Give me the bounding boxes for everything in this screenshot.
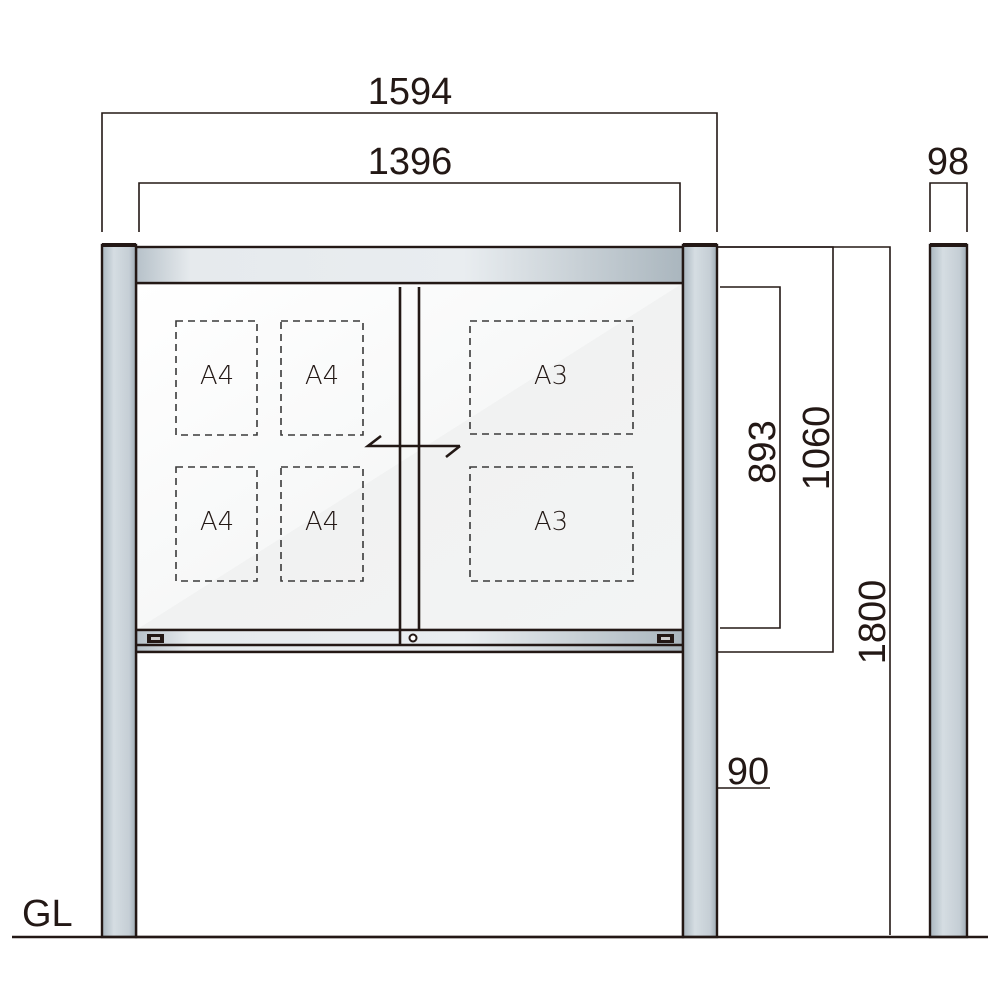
svg-text:A4: A4 [305, 361, 339, 391]
ground-label: GL [22, 893, 73, 935]
dimension-total-height: 1800 [717, 246, 894, 935]
glass-panel [134, 281, 685, 632]
dimension-label: 1060 [796, 406, 838, 491]
poster-slot: A4 [175, 466, 258, 582]
dimension-label: 1396 [368, 141, 453, 183]
svg-text:A4: A4 [200, 507, 234, 537]
dimension-label: 1800 [852, 580, 894, 665]
dimension-post-width: 90 [668, 751, 770, 793]
svg-text:A3: A3 [534, 361, 568, 391]
bottom-rail [134, 628, 685, 654]
dimension-overall-width: 1594 [101, 71, 718, 232]
dimension-label: 90 [727, 751, 769, 793]
poster-slot: A4 [280, 466, 364, 582]
dimension-inner-width: 1396 [138, 141, 681, 232]
svg-text:A4: A4 [200, 361, 234, 391]
side-view-post [928, 243, 969, 939]
right-post [681, 243, 719, 939]
dimension-label: 1594 [368, 71, 453, 113]
poster-slot: A4 [175, 320, 258, 436]
lower-opening [134, 650, 685, 939]
dimension-label: 893 [742, 420, 784, 483]
top-header-bar [134, 245, 685, 285]
dimension-label: 98 [927, 141, 969, 183]
key-hole-icon [408, 633, 418, 643]
sliding-arrow-icon [364, 434, 460, 448]
poster-slot: A3 [469, 466, 634, 582]
left-post [100, 243, 138, 939]
dimension-glass-height: 893 [720, 286, 784, 629]
svg-text:A3: A3 [534, 507, 568, 537]
poster-slot: A4 [280, 320, 364, 436]
poster-slot: A3 [469, 320, 634, 435]
svg-text:A4: A4 [305, 507, 339, 537]
dimension-depth: 98 [927, 141, 969, 232]
cabinet: A4 A4 A4 A4 A3 A3 [134, 245, 685, 939]
